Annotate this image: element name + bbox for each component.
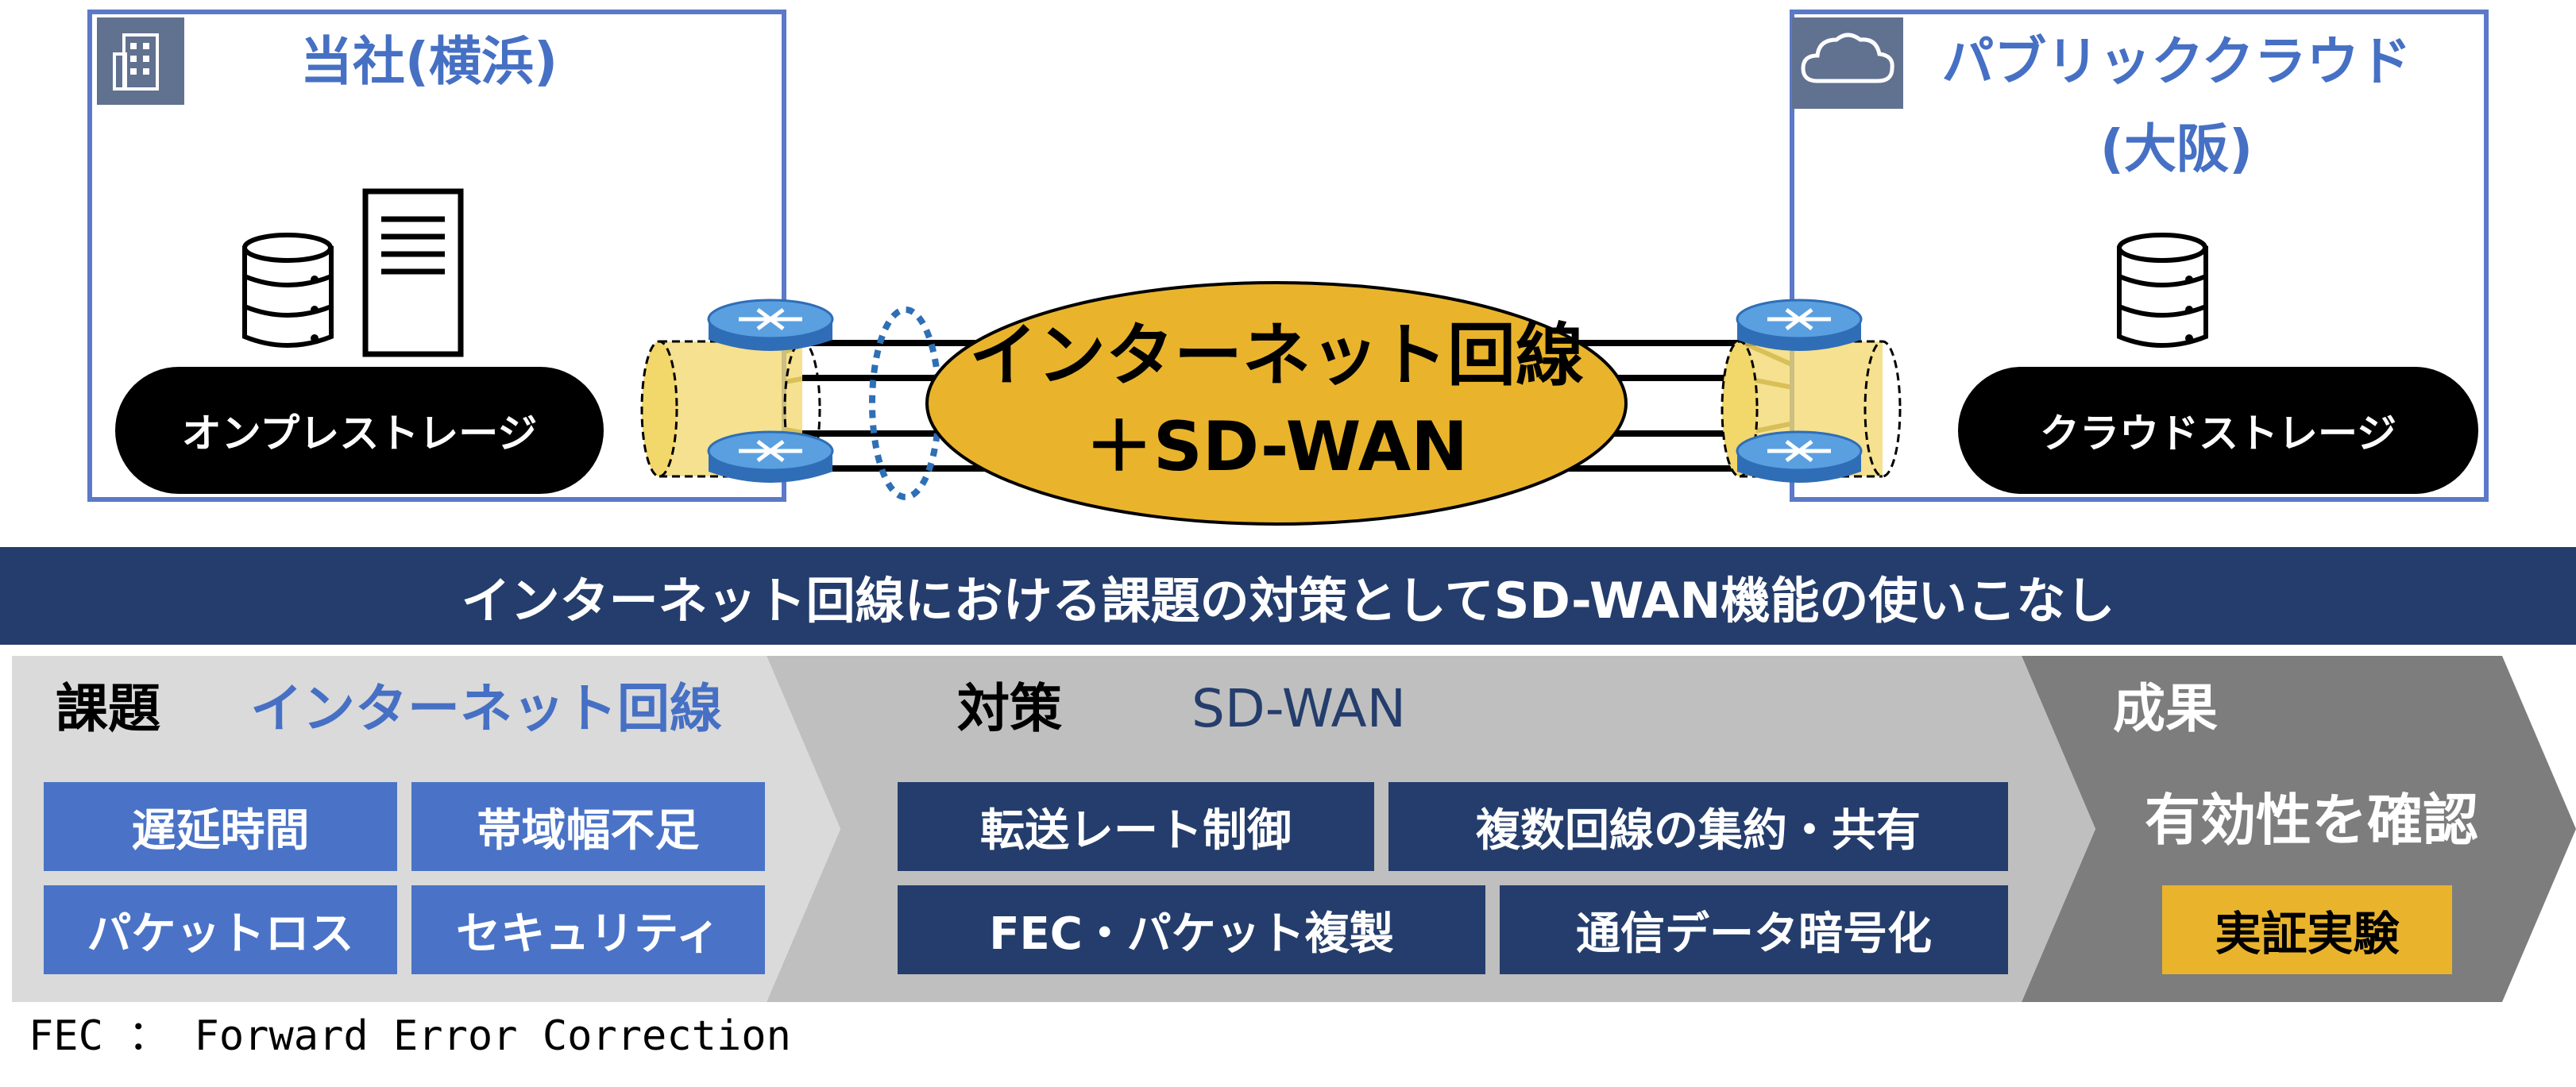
- cloud-storage-label: クラウドストレージ: [1958, 367, 2478, 494]
- issue-tile: セキュリティ: [411, 885, 765, 974]
- router-icon: [1736, 430, 1863, 483]
- results-heading: 成果: [2113, 678, 2218, 739]
- cloud-icon: [1801, 33, 1894, 83]
- server-icon: [362, 188, 464, 357]
- site-icon-osaka: [1792, 17, 1903, 109]
- footnote: FEC ： Forward Error Correction: [29, 1012, 791, 1060]
- internet-label-line2: ＋SD-WAN: [1084, 407, 1469, 487]
- router-icon: [707, 430, 834, 483]
- measure-tile: 複数回線の集約・共有: [1388, 782, 2008, 871]
- issue-tile: 帯域幅不足: [411, 782, 765, 871]
- issues-heading: 課題: [56, 678, 160, 739]
- tunnel-and-routers: [640, 281, 1902, 526]
- database-icon: [2117, 233, 2208, 348]
- issue-tile: パケットロス: [44, 885, 397, 974]
- internet-label-line1: インターネット回線: [969, 316, 1584, 395]
- site-title-yokohama: 当社(横浜): [299, 31, 558, 92]
- building-icon: [113, 33, 159, 91]
- summary-banner: インターネット回線における課題の対策としてSD-WAN機能の使いこなし: [0, 547, 2576, 645]
- measure-tile: 通信データ暗号化: [1500, 885, 2008, 974]
- results-badge: 実証実験: [2162, 885, 2452, 974]
- router-icon: [1736, 299, 1863, 351]
- site-title-osaka-line1: パブリッククラウド: [1941, 31, 2412, 92]
- internet-ellipse: [925, 281, 1628, 526]
- router-icon: [707, 299, 834, 351]
- site-title-osaka-line2: (大阪): [2099, 118, 2254, 179]
- issues-subheading: インターネット回線: [250, 678, 722, 739]
- site-icon-yokohama: [97, 17, 184, 105]
- measure-tile: FEC・パケット複製: [898, 885, 1485, 974]
- measures-heading: 対策: [957, 678, 1062, 739]
- results-main: 有効性を確認: [2145, 788, 2478, 853]
- measure-tile: 転送レート制御: [898, 782, 1374, 871]
- database-icon: [242, 233, 334, 348]
- issue-tile: 遅延時間: [44, 782, 397, 871]
- onprem-storage-label: オンプレストレージ: [115, 367, 604, 494]
- measures-subheading: SD-WAN: [1191, 678, 1407, 739]
